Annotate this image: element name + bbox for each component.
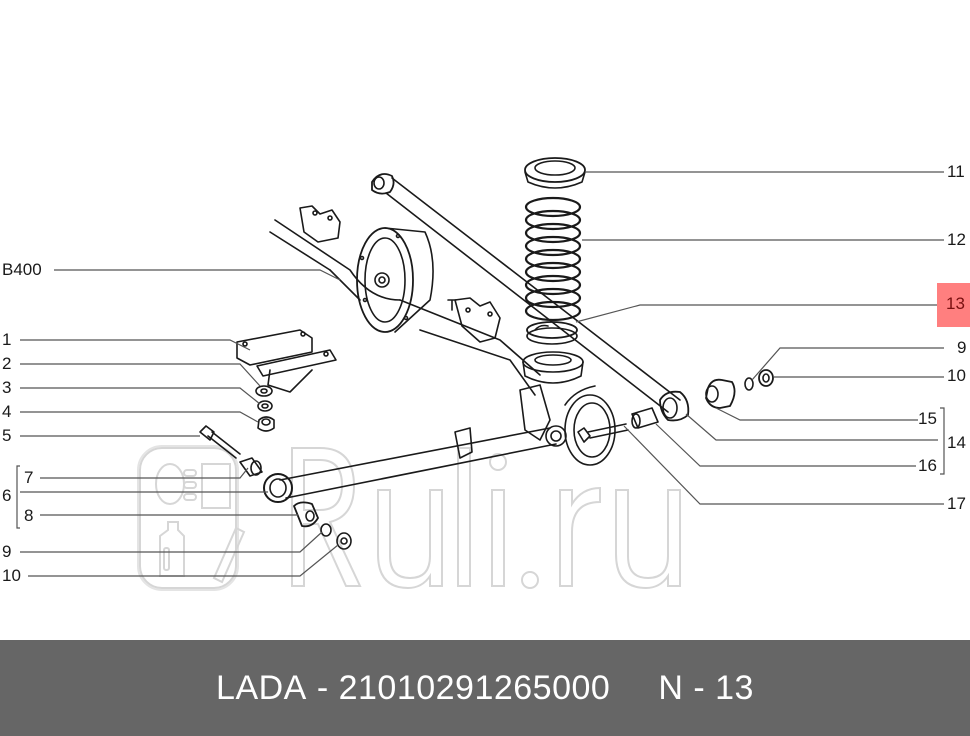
callout-8[interactable]: 8 (24, 506, 34, 525)
callout-3[interactable]: 3 (2, 378, 12, 397)
rear-axle-housing (269, 205, 616, 466)
callout-15[interactable]: 15 (918, 409, 937, 428)
callout-b400[interactable]: B400 (2, 260, 42, 279)
callout-12[interactable]: 12 (947, 230, 966, 249)
spring-upper-insulator (524, 157, 586, 189)
callout-7[interactable]: 7 (24, 468, 34, 487)
footer-separator: - (693, 668, 706, 707)
upper-trailing-arm (371, 173, 690, 422)
callout-10-right[interactable]: 10 (947, 366, 966, 385)
callout-number: 13 (715, 668, 754, 707)
suspension-drawing (16, 157, 945, 577)
selected-callout-highlight (937, 283, 970, 327)
part-info-bar: LADA - 21010291265000 N - 13 (0, 640, 970, 736)
bracket-assembly (236, 329, 337, 393)
callout-2[interactable]: 2 (2, 354, 12, 373)
lower-trailing-arm (263, 425, 567, 503)
callout-6[interactable]: 6 (2, 486, 12, 505)
parts-diagram: B400 1 2 3 4 5 6 7 8 9 10 11 12 13 9 10 … (2, 157, 970, 591)
callout-1[interactable]: 1 (2, 330, 12, 349)
coil-spring (524, 196, 582, 322)
callout-5[interactable]: 5 (2, 426, 12, 445)
callout-17[interactable]: 17 (947, 494, 966, 513)
callout-9-left[interactable]: 9 (2, 542, 12, 561)
leader-b400 (54, 269, 341, 281)
brand-name: LADA (216, 668, 307, 707)
separator: - (316, 668, 329, 707)
callout-4[interactable]: 4 (2, 402, 12, 421)
spring-lower-seat (522, 351, 584, 384)
callout-16[interactable]: 16 (918, 456, 937, 475)
callout-11[interactable]: 11 (947, 162, 965, 181)
part-number: 21010291265000 (338, 668, 611, 707)
callout-prefix: N (658, 668, 684, 707)
watermark-logo (137, 445, 681, 591)
spring-lower-insulator (526, 321, 578, 345)
callout-9-right[interactable]: 9 (957, 338, 967, 357)
callout-14[interactable]: 14 (947, 433, 966, 452)
callout-10-left[interactable]: 10 (2, 566, 21, 585)
washer (255, 385, 273, 397)
callout-13-selected[interactable]: 13 (946, 294, 965, 313)
